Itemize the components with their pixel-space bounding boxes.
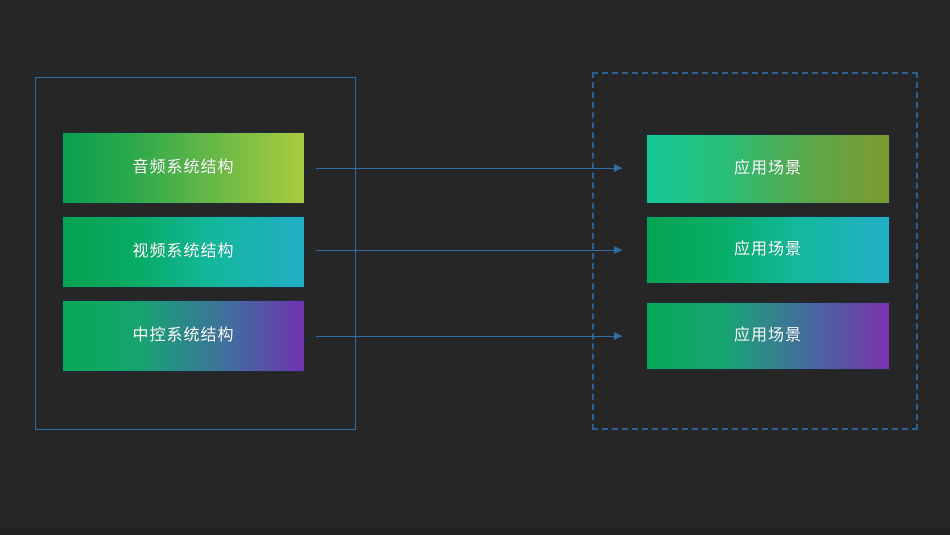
arrow-line <box>316 250 622 251</box>
arrow-video-to-scenario <box>316 245 622 257</box>
card-application-scenario-3[interactable]: 应用场景 <box>646 302 890 370</box>
card-label: 应用场景 <box>733 160 802 177</box>
system-structure-group <box>35 77 356 430</box>
card-label: 音频系统结构 <box>132 159 235 176</box>
arrow-line <box>316 168 622 169</box>
bottom-strip <box>0 528 950 535</box>
card-audio-system-structure[interactable]: 音频系统结构 <box>62 132 305 204</box>
arrow-audio-to-scenario <box>316 163 622 175</box>
card-application-scenario-2[interactable]: 应用场景 <box>646 216 890 284</box>
card-label: 视频系统结构 <box>132 243 235 260</box>
card-label: 中控系统结构 <box>132 327 235 344</box>
card-application-scenario-1[interactable]: 应用场景 <box>646 134 890 204</box>
card-label: 应用场景 <box>733 241 802 258</box>
card-video-system-structure[interactable]: 视频系统结构 <box>62 216 305 288</box>
application-scenario-group <box>592 72 918 430</box>
card-label: 应用场景 <box>733 327 802 344</box>
card-control-system-structure[interactable]: 中控系统结构 <box>62 300 305 372</box>
arrow-line <box>316 336 622 337</box>
arrow-control-to-scenario <box>316 331 622 343</box>
